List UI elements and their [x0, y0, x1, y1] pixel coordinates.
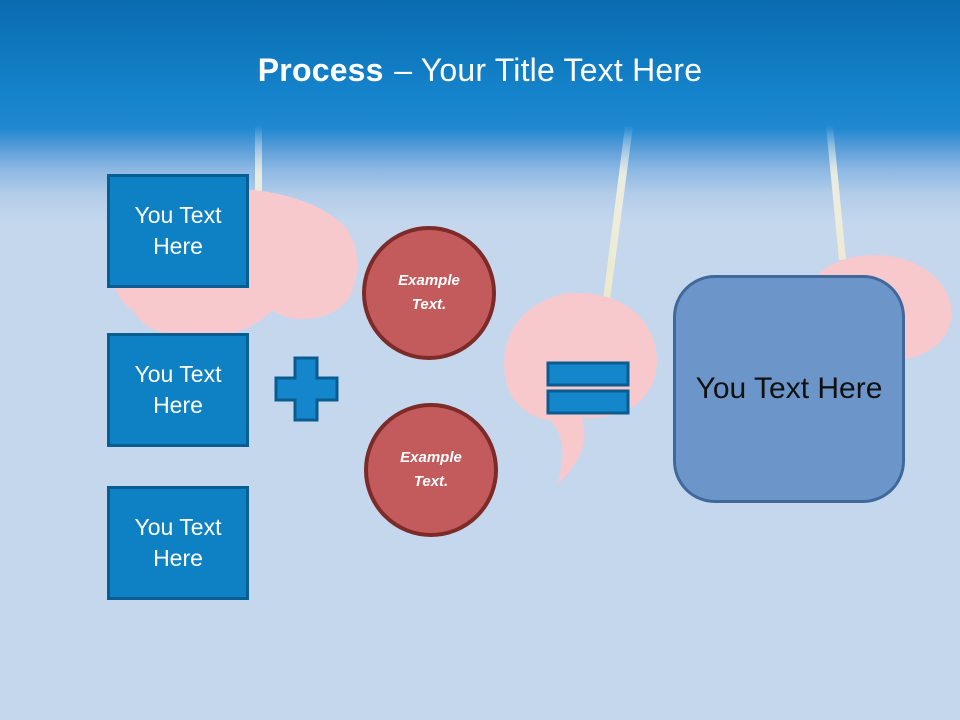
process-input-label: You Text Here — [134, 513, 222, 571]
example-circle-2[interactable]: Example Text. — [364, 403, 498, 537]
plus-icon — [274, 356, 339, 422]
process-input-box-1[interactable]: You Text Here — [107, 174, 249, 288]
process-result-box[interactable]: You Text Here — [673, 275, 905, 503]
example-circle-label: Example Text. — [398, 272, 460, 313]
speech-bubble-middle — [504, 292, 657, 484]
equals-icon — [546, 361, 630, 415]
example-circle-1[interactable]: Example Text. — [362, 226, 496, 360]
example-circle-label: Example Text. — [400, 449, 462, 490]
process-input-label: You Text Here — [134, 201, 222, 259]
process-input-box-3[interactable]: You Text Here — [107, 486, 249, 600]
process-input-label: You Text Here — [134, 360, 222, 418]
title-emphasis: Process — [257, 52, 384, 88]
hanging-string-right — [826, 126, 846, 260]
title-rest: – Your Title Text Here — [394, 52, 703, 88]
hanging-string-left — [255, 126, 262, 198]
hanging-string-middle — [603, 126, 633, 300]
process-input-box-2[interactable]: You Text Here — [107, 333, 249, 447]
process-result-label: You Text Here — [695, 372, 883, 405]
slide-title[interactable]: Process – Your Title Text Here — [0, 50, 960, 90]
